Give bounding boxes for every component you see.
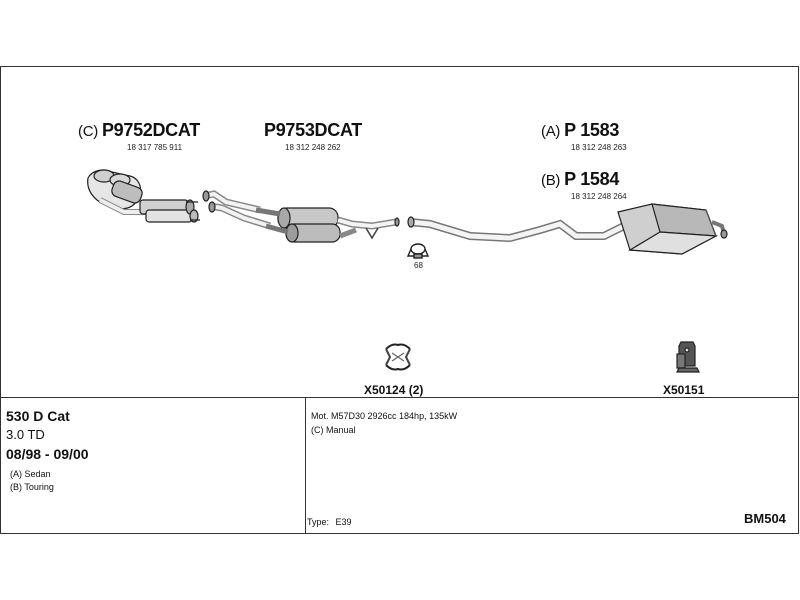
- part-center-pipe-code: P9753DCAT: [264, 120, 363, 140]
- spec-motor: Mot. M57D30 2926cc 184hp, 135kW: [311, 411, 458, 421]
- spec-type-value: E39: [335, 517, 352, 527]
- part-rear-b-prefix: (B): [541, 172, 561, 189]
- diagram-sheet: [0, 66, 799, 534]
- accessory-x50151-code[interactable]: X50151: [663, 383, 705, 397]
- accessory-x50124-code[interactable]: X50124 (2): [364, 383, 424, 397]
- front-pipe-drawing[interactable]: [87, 169, 200, 223]
- clamp-icon[interactable]: [385, 343, 411, 371]
- part-rear-a-code: P 1583: [564, 120, 620, 140]
- rear-silencer-drawing[interactable]: [407, 203, 728, 255]
- part-rear-b-label[interactable]: (B)P 1584: [541, 169, 619, 190]
- part-front-pipe-prefix: (C): [78, 123, 98, 140]
- part-rear-a-oem: 18 312 248 263: [571, 143, 627, 152]
- clamp-drawing[interactable]: [406, 243, 430, 259]
- part-front-pipe-oem: 18 317 785 911: [127, 143, 183, 152]
- part-rear-b-code: P 1584: [564, 169, 620, 189]
- part-rear-a-label[interactable]: (A)P 1583: [541, 120, 619, 141]
- center-pipe-drawing[interactable]: [202, 190, 400, 243]
- vehicle-variant-touring: (B) Touring: [10, 482, 54, 492]
- vehicle-variant-sedan: (A) Sedan: [10, 469, 51, 479]
- spec-type-label: Type:: [307, 517, 330, 527]
- divider-vertical: [305, 398, 306, 534]
- clamp-qty: 68: [414, 261, 423, 270]
- part-rear-a-prefix: (A): [541, 123, 561, 140]
- part-center-pipe-label[interactable]: P9753DCAT: [264, 120, 362, 141]
- vehicle-model: 530 D Cat: [6, 408, 70, 424]
- diagram-code: BM504: [744, 511, 786, 526]
- spec-type: Type: E39: [307, 517, 352, 527]
- part-center-pipe-oem: 18 312 248 262: [285, 143, 341, 152]
- part-front-pipe-code: P9752DCAT: [101, 120, 200, 140]
- spec-transmission: (C) Manual: [311, 425, 356, 435]
- divider-horizontal: [1, 397, 798, 398]
- part-rear-b-oem: 18 312 248 264: [571, 192, 627, 201]
- part-front-pipe-label[interactable]: (C)P9752DCAT: [78, 120, 200, 141]
- vehicle-engine: 3.0 TD: [6, 427, 45, 442]
- vehicle-years: 08/98 - 09/00: [6, 446, 89, 462]
- rubber-mount-icon[interactable]: [676, 341, 700, 373]
